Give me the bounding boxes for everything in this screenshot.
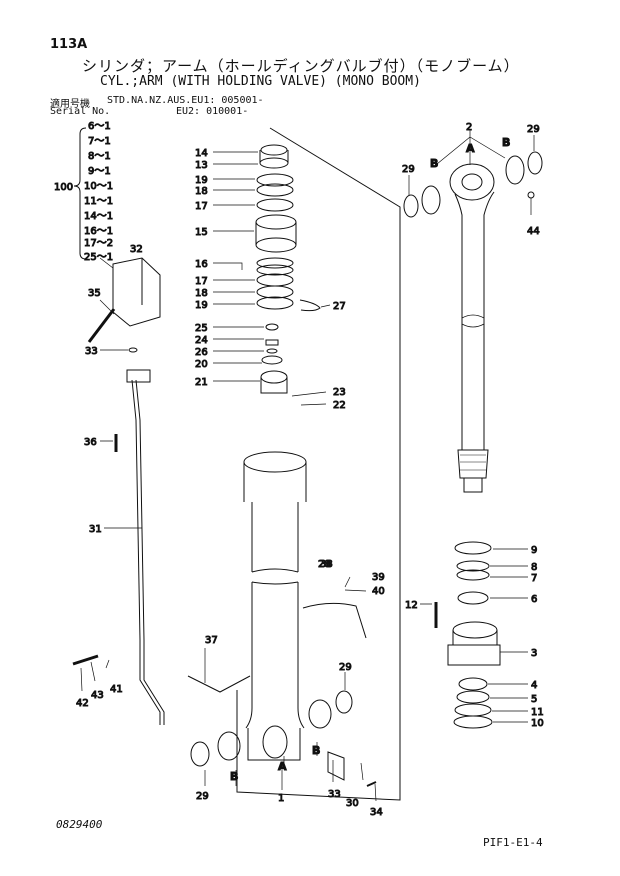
- callout-3: 3: [531, 648, 537, 659]
- group-item-label: 10～1: [84, 181, 113, 192]
- callout-17: 17: [195, 201, 208, 212]
- callout-42: 42: [76, 698, 89, 709]
- snap-ring-27: [299, 299, 321, 312]
- callout-15: 15: [195, 227, 208, 238]
- callout-37: 37: [205, 635, 218, 646]
- piston-rod: [449, 163, 495, 493]
- group-item-label: 25～1: [84, 252, 113, 263]
- exploded-assembly-outline: [236, 127, 401, 801]
- grease-fitting: [527, 191, 535, 199]
- callout-7: 7: [531, 573, 537, 584]
- callout-6: 6: [531, 594, 537, 605]
- callout-8: 8: [531, 562, 537, 573]
- callout-25: 25: [195, 323, 208, 334]
- rod-seals: [453, 541, 493, 729]
- callout-36: 36: [84, 437, 97, 448]
- leader-lines: [80, 130, 535, 802]
- callout-32: 32: [130, 244, 143, 255]
- callout-33-left: 33: [85, 346, 98, 357]
- rod-bushings: [403, 151, 543, 218]
- group-item-label: 17～2: [84, 238, 113, 249]
- callout-35: 35: [88, 288, 101, 299]
- piston-seal-stack: [255, 144, 297, 394]
- group-item-label: 7～1: [88, 136, 111, 147]
- callout-22: 22: [333, 400, 346, 411]
- section-a-tube: A: [278, 760, 287, 773]
- callout-18: 18: [195, 186, 208, 197]
- section-b-rod-left: B: [430, 157, 438, 170]
- title-japanese: シリンダ；アーム（ホールディングバルブ付）（モノブーム）: [82, 57, 520, 75]
- callout-38: 38: [320, 559, 333, 570]
- group-item-label: 14～1: [84, 211, 113, 222]
- callout-29-rod-right: 29: [527, 124, 540, 135]
- callout-39: 39: [372, 572, 385, 583]
- callout-34: 34: [370, 807, 383, 818]
- callout-24: 24: [195, 335, 208, 346]
- callout-26: 26: [195, 347, 208, 358]
- callout-18b: 18: [195, 288, 208, 299]
- callout-23: 23: [333, 387, 346, 398]
- callout-14: 14: [195, 148, 208, 159]
- section-b-tube-left: B: [230, 770, 238, 783]
- bolt-42: [72, 654, 99, 666]
- callout-9: 9: [531, 545, 537, 556]
- pipe-31: [126, 369, 165, 725]
- group-100-items: 6～1 7～1 8～1 9～1 10～1 11～1 14～1 16～1 17～2…: [54, 121, 114, 264]
- callout-29-rod-left: 29: [402, 164, 415, 175]
- section-b-rod-right: B: [502, 136, 510, 149]
- callout-40: 40: [372, 586, 385, 597]
- cylinder-tube: [243, 451, 307, 761]
- serial-label: Serial No.: [50, 106, 111, 117]
- rod-cover: [447, 621, 501, 666]
- group-item-label: 11～1: [84, 196, 113, 207]
- group-item-label: 6～1: [88, 121, 111, 132]
- callout-10: 10: [531, 718, 544, 729]
- callout-numbers: 1 2 3 4 5 6 7 8 9 10 11 12 13 14 15 16 1…: [76, 122, 545, 819]
- callout-12: 12: [405, 600, 418, 611]
- callout-31: 31: [89, 524, 102, 535]
- group-number-label: 100: [54, 182, 73, 193]
- group-item-label: 16～1: [84, 226, 113, 237]
- group-100-bracket: [73, 127, 87, 260]
- callout-4: 4: [531, 680, 537, 691]
- callout-29-left: 29: [196, 791, 209, 802]
- callout-29-mid: 29: [339, 662, 352, 673]
- callout-41: 41: [110, 684, 123, 695]
- serial-range-1: STD.NA.NZ.AUS.EU1: 005001-: [107, 95, 264, 106]
- section-b-tube-right: B: [312, 744, 320, 757]
- serial-range-2: EU2: 010001-: [176, 106, 249, 117]
- holding-valve: [112, 257, 161, 353]
- brackets: [187, 602, 377, 787]
- callout-13: 13: [195, 160, 208, 171]
- page-code: 113A: [50, 37, 88, 52]
- section-letters: A B B A B B: [230, 136, 511, 784]
- callout-19b: 19: [195, 300, 208, 311]
- reference-code: PIF1-E1-4: [483, 836, 543, 849]
- group-item-label: 8～1: [88, 151, 111, 162]
- callout-43: 43: [91, 690, 104, 701]
- callout-27: 27: [333, 301, 346, 312]
- callout-19: 19: [195, 175, 208, 186]
- cylinder-pins: [190, 690, 353, 767]
- section-a-rod: A: [466, 142, 475, 155]
- callout-28: 28: [318, 559, 331, 570]
- callout-11: 11: [531, 707, 544, 718]
- callout-16: 16: [195, 259, 208, 270]
- callout-17b: 17: [195, 276, 208, 287]
- callout-30: 30: [346, 798, 359, 809]
- callout-44: 44: [527, 226, 540, 237]
- group-item-label: 9～1: [88, 166, 111, 177]
- bolt-35: [87, 308, 116, 343]
- callout-2: 2: [466, 122, 472, 133]
- callout-21: 21: [195, 377, 208, 388]
- callout-1: 1: [278, 793, 284, 804]
- applicable-model-label: 適用号機: [50, 99, 90, 110]
- title-english: CYL.;ARM (WITH HOLDING VALVE) (MONO BOOM…: [100, 74, 421, 89]
- callout-20: 20: [195, 359, 208, 370]
- callout-33-right: 33: [328, 789, 341, 800]
- callout-5: 5: [531, 694, 537, 705]
- drawing-number: 0829400: [56, 818, 103, 831]
